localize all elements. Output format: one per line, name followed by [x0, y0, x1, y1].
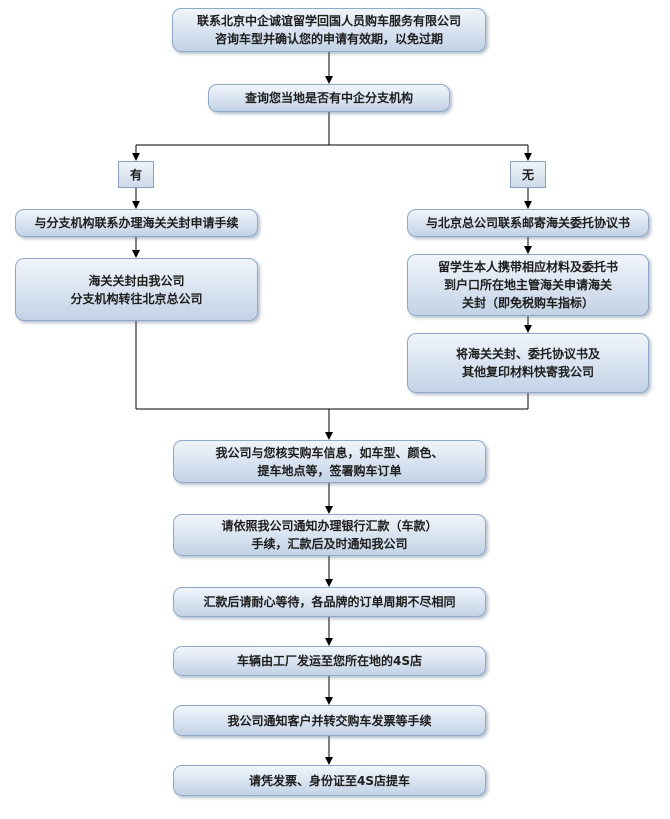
step-contact-company-line1: 联系北京中企诚谊留学回国人员购车服务有限公司 — [196, 14, 461, 28]
right-step-mail-documents: 将海关关封、委托协议书及 其他复印材料快寄我公司 — [407, 333, 649, 393]
branch-label-no-text: 无 — [521, 168, 534, 182]
right-step-apply-customs-line1: 留学生本人携带相应材料及委托书 — [437, 260, 618, 274]
right-step-apply-customs-line2: 到户口所在地主管海关申请海关 — [443, 278, 612, 292]
left-step-seal-transfer: 海关关封由我公司 分支机构转往北京总公司 — [15, 258, 258, 321]
left-step-seal-transfer-line1: 海关关封由我公司 — [88, 273, 185, 288]
step-sign-order-line2: 提车地点等，签署购车订单 — [257, 463, 402, 478]
left-step-contact-branch: 与分支机构联系办理海关关封申请手续 — [15, 209, 258, 237]
step-notify-customer: 我公司通知客户并转交购车发票等手续 — [173, 705, 486, 736]
step-contact-company: 联系北京中企诚谊留学回国人员购车服务有限公司 咨询车型并确认您的申请有效期，以免… — [172, 8, 486, 52]
step-wait-order: 汇款后请耐心等待，各品牌的订单周期不尽相同 — [173, 587, 486, 617]
branch-label-yes-text: 有 — [129, 168, 142, 182]
step-notify-customer-text: 我公司通知客户并转交购车发票等手续 — [227, 713, 432, 728]
left-step-contact-branch-text: 与分支机构联系办理海关关封申请手续 — [34, 216, 239, 230]
step-vehicle-shipped-text: 车辆由工厂发运至您所在地的4S店 — [237, 654, 422, 668]
right-step-contact-hq: 与北京总公司联系邮寄海关委托协议书 — [407, 209, 649, 237]
right-step-contact-hq-text: 与北京总公司联系邮寄海关委托协议书 — [425, 216, 630, 230]
right-step-apply-customs: 留学生本人携带相应材料及委托书 到户口所在地主管海关申请海关 关封（即免税购车指… — [407, 254, 649, 316]
step-bank-transfer-line1: 请依照我公司通知办理银行汇款（车款） — [221, 519, 438, 533]
step-pick-up-car-text: 请凭发票、身份证至4S店提车 — [249, 773, 410, 788]
step-vehicle-shipped: 车辆由工厂发运至您所在地的4S店 — [173, 646, 486, 676]
step-bank-transfer: 请依照我公司通知办理银行汇款（车款） 手续，汇款后及时通知我公司 — [173, 514, 486, 556]
branch-label-no: 无 — [510, 161, 546, 188]
step-bank-transfer-line2: 手续，汇款后及时通知我公司 — [251, 537, 408, 551]
right-step-apply-customs-line3: 关封（即免税购车指标） — [461, 296, 594, 310]
right-step-mail-documents-line2: 其他复印材料快寄我公司 — [461, 365, 594, 379]
step-sign-order: 我公司与您核实购车信息，如车型、颜色、 提车地点等，签署购车订单 — [173, 440, 486, 483]
step-sign-order-line1: 我公司与您核实购车信息，如车型、颜色、 — [215, 445, 444, 460]
step-wait-order-text: 汇款后请耐心等待，各品牌的订单周期不尽相同 — [203, 595, 456, 609]
step-check-branch-text: 查询您当地是否有中企分支机构 — [244, 91, 413, 105]
left-step-seal-transfer-line2: 分支机构转往北京总公司 — [70, 291, 203, 306]
right-step-mail-documents-line1: 将海关关封、委托协议书及 — [455, 347, 600, 361]
step-contact-company-line2: 咨询车型并确认您的申请有效期，以免过期 — [214, 32, 443, 46]
step-check-branch: 查询您当地是否有中企分支机构 — [208, 84, 450, 112]
step-pick-up-car: 请凭发票、身份证至4S店提车 — [173, 765, 486, 796]
branch-label-yes: 有 — [118, 161, 154, 188]
